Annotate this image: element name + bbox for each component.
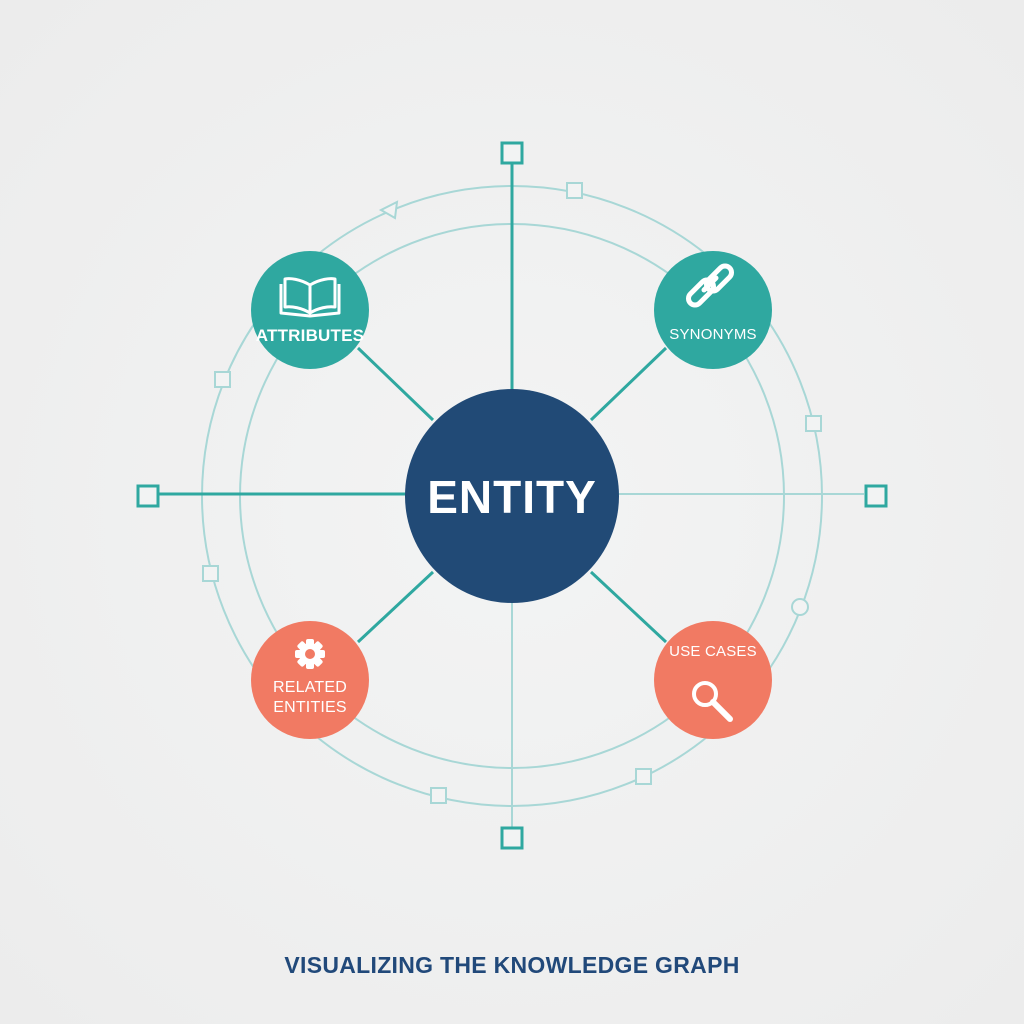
use-cases-node-circle	[654, 621, 772, 739]
related-entities-label: RELATED ENTITIES	[273, 678, 347, 718]
entity-label: ENTITY	[427, 471, 597, 523]
connector-attributes	[356, 346, 435, 422]
axis-end-marker-bottom	[500, 826, 524, 850]
orbit-square-marker	[214, 371, 231, 388]
synonyms-node-circle	[654, 251, 772, 369]
axis-end-marker-left	[136, 484, 160, 508]
link-icon	[685, 263, 735, 308]
magnifier-icon	[692, 681, 733, 722]
connector-related	[356, 570, 435, 644]
attributes-label: ATTRIBUTES	[255, 326, 365, 345]
orbit-square-marker	[635, 768, 652, 785]
connector-synonyms	[589, 346, 668, 422]
entity-center-circle	[405, 389, 619, 603]
open-book-icon	[279, 277, 341, 318]
use-cases-label: USE CASES	[669, 643, 757, 660]
orbit-square-marker	[202, 565, 219, 582]
orbit-square-marker	[805, 415, 822, 432]
axis-end-marker-right	[864, 484, 888, 508]
axis-end-marker-top	[500, 141, 524, 165]
orbit-triangle-marker	[378, 200, 399, 220]
connector-use-cases	[589, 570, 668, 644]
diagram-caption: VISUALIZING THE KNOWLEDGE GRAPH	[284, 952, 740, 978]
related-entities-label-line2: ENTITIES	[273, 699, 347, 716]
related-entities-node-circle	[251, 621, 369, 739]
orbit-square-marker	[566, 182, 583, 199]
gear-icon	[295, 639, 325, 669]
orbit-square-marker	[430, 787, 447, 804]
related-entities-label-line1: RELATED	[272, 679, 348, 696]
orbit-circle-marker	[791, 598, 809, 616]
synonyms-label: SYNONYMS	[669, 326, 757, 343]
